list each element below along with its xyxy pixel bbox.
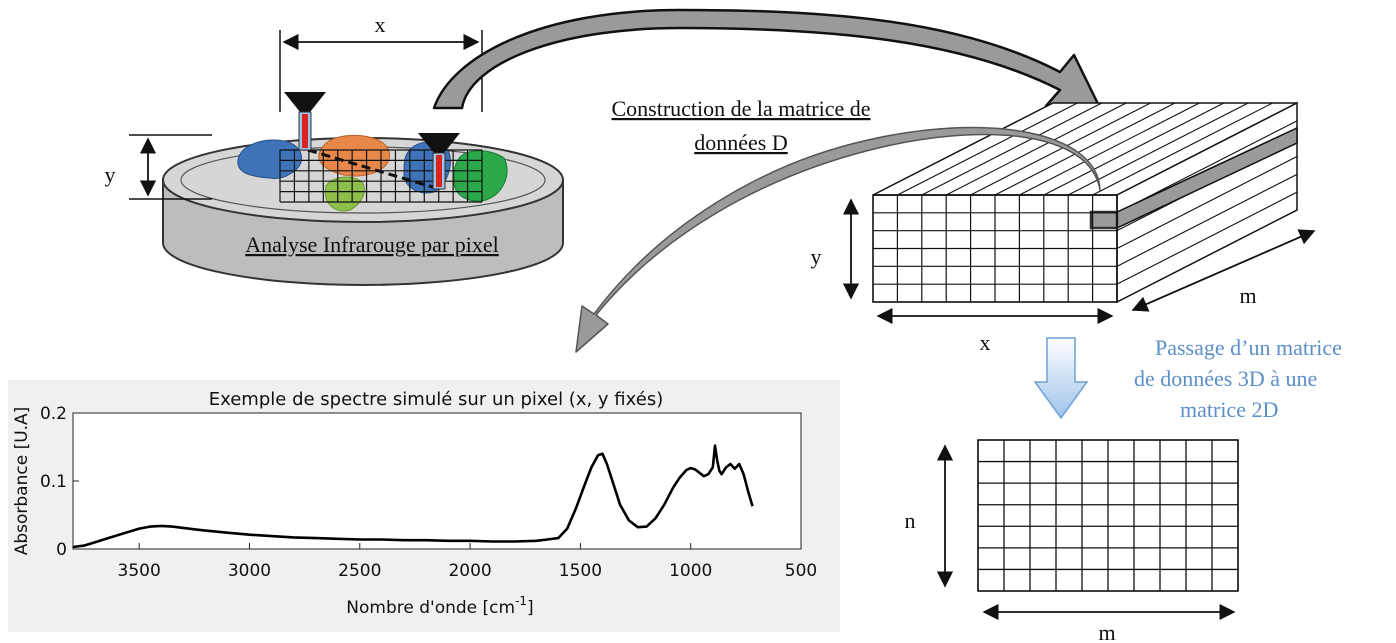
down-arrow-3d-to-2d (1033, 337, 1089, 420)
petri-x-label: x (375, 12, 386, 37)
scan-path-line (307, 148, 437, 190)
curved-arrow-to-chart (575, 126, 1101, 353)
y-tick-label: 0.1 (40, 472, 67, 492)
matrix-2d-grid-lines (977, 439, 1239, 592)
ir-probe-left (284, 92, 326, 151)
chart-title: Exemple de spectre simulé sur un pixel (… (209, 389, 663, 410)
x-tick-label: 3500 (118, 561, 161, 581)
data-cube: y x m (811, 101, 1316, 355)
cube-front-grid-lines (872, 194, 1118, 303)
x-tick-label: 1000 (669, 561, 712, 581)
cube-top-line (897, 102, 1078, 196)
x-tick-label: 2500 (338, 561, 381, 581)
matrix-2d: n m (905, 439, 1239, 643)
cube-top-line (994, 102, 1176, 196)
construction-label-line1: Construction de la matrice de (611, 96, 870, 121)
y-tick-label: 0.2 (40, 404, 67, 424)
cube-top-line (1092, 102, 1273, 196)
petri-caption: Analyse Infrarouge par pixel (245, 232, 499, 257)
ir-probe-right (418, 133, 460, 190)
x-tick-label: 2000 (448, 561, 491, 581)
transition-note-line1: Passage d’un matrice (1155, 335, 1342, 360)
matrix-n-label: n (905, 508, 916, 533)
x-tick-label: 1500 (559, 561, 602, 581)
transition-note-line2: de données 3D à une (1134, 366, 1317, 391)
cube-y-label: y (811, 244, 822, 269)
cube-top-line (1043, 102, 1225, 196)
cube-x-label: x (980, 330, 991, 355)
cube-m-label: m (1239, 283, 1256, 308)
cube-top-line (945, 102, 1127, 196)
cube-top-line (970, 102, 1151, 196)
cube-top-line (921, 102, 1103, 196)
spectrum-chart: Exemple de spectre simulé sur un pixel (… (8, 380, 840, 632)
matrix-m-label: m (1098, 620, 1115, 643)
y-tick-label: 0 (56, 540, 67, 560)
chart-ylabel: Absorbance [U.A] (12, 407, 32, 556)
transition-note-line3: matrice 2D (1180, 397, 1278, 422)
petri-dish: x y Analyse Infrarouge par pixel (105, 12, 564, 286)
chart-plot-area (72, 412, 802, 550)
cube-top-line (1019, 102, 1200, 196)
x-tick-label: 3000 (228, 561, 271, 581)
chart-xlabel: Nombre d'onde [cm-1] (346, 594, 533, 618)
cube-m-arrow (1131, 229, 1316, 312)
curved-arrow-to-cube (432, 8, 1102, 110)
spectrum-line (72, 444, 754, 549)
construction-label-line2: données D (694, 130, 787, 155)
x-tick-label: 500 (785, 561, 817, 581)
petri-y-label: y (105, 162, 116, 187)
